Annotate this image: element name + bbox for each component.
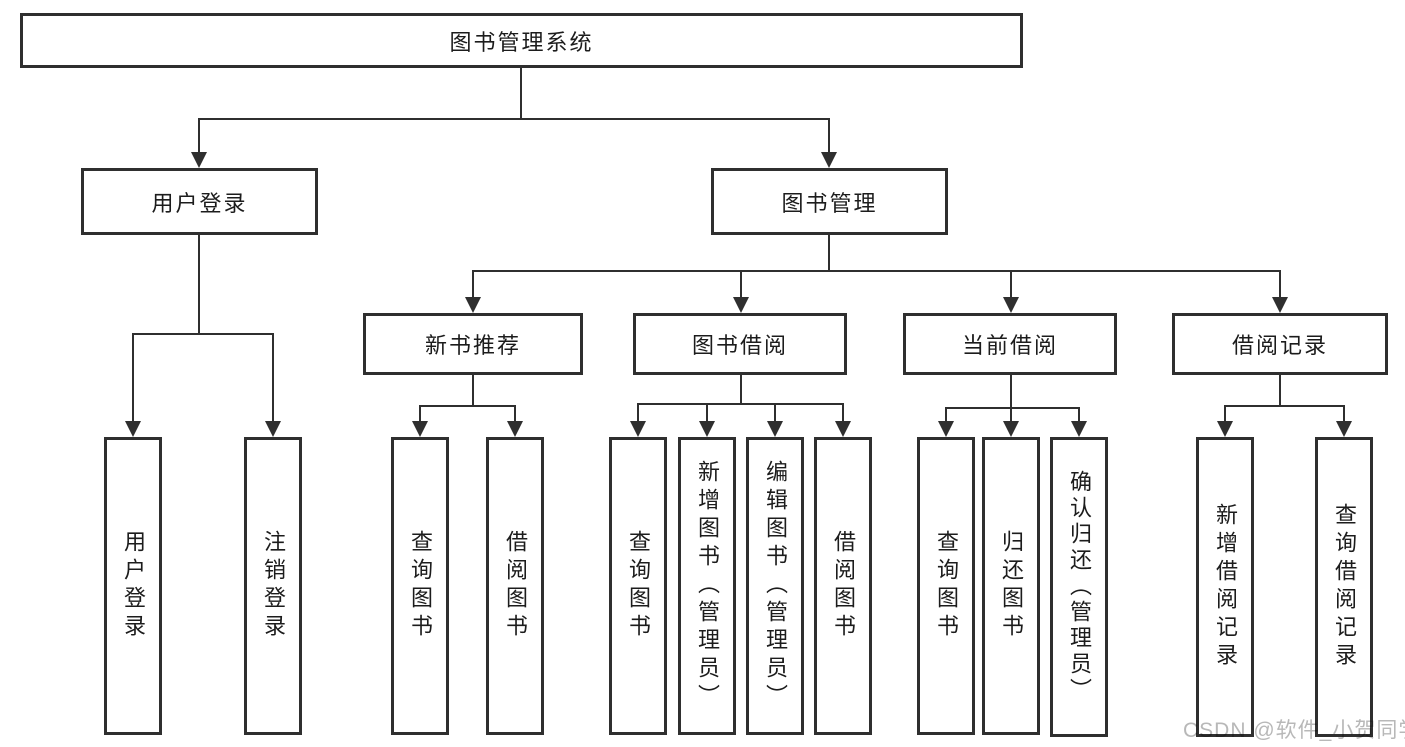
node-label: 用户登录 xyxy=(151,190,248,216)
connector-stem xyxy=(828,235,830,270)
arrowhead-down xyxy=(699,421,715,437)
connector-stem xyxy=(740,270,742,298)
node-label: 借阅图书 xyxy=(831,530,856,642)
arrowhead-down xyxy=(1003,297,1019,313)
leaf-query-books-borrowing: 查询图书 xyxy=(609,437,667,735)
node-book-management: 图书管理 xyxy=(711,168,948,235)
connector-stem xyxy=(198,235,200,333)
leaf-return-books: 归还图书 xyxy=(982,437,1040,735)
connector-elbow xyxy=(1224,405,1345,407)
connector-stem xyxy=(842,403,844,422)
arrowhead-down xyxy=(767,421,783,437)
connector-stem xyxy=(1010,270,1012,298)
node-label: 新书推荐 xyxy=(424,333,521,358)
leaf-borrow-books: 借阅图书 xyxy=(814,437,872,735)
connector-elbow xyxy=(945,407,1080,409)
arrowhead-down xyxy=(1217,421,1233,437)
arrowhead-down xyxy=(507,421,523,437)
arrowhead-down xyxy=(125,421,141,437)
node-label: 图书管理 xyxy=(781,190,878,216)
node-book-borrowing: 图书借阅 xyxy=(633,313,847,375)
leaf-logout: 注销登录 xyxy=(244,437,302,735)
connector-elbow xyxy=(132,333,274,335)
connector-stem xyxy=(945,407,947,422)
node-label: 归还图书 xyxy=(999,530,1024,642)
leaf-borrow-books-recommend: 借阅图书 xyxy=(486,437,544,735)
node-label: 查询借阅记录 xyxy=(1332,503,1357,671)
connector-stem xyxy=(472,270,474,298)
connector-stem xyxy=(1010,407,1012,422)
leaf-query-books-recommend: 查询图书 xyxy=(391,437,449,735)
leaf-query-borrow-record: 查询借阅记录 xyxy=(1315,437,1373,737)
node-label: 图书借阅 xyxy=(691,333,788,358)
connector-level3-elbow xyxy=(472,270,1281,272)
arrowhead-down xyxy=(733,297,749,313)
connector-stem xyxy=(1279,375,1281,405)
connector-stem xyxy=(774,403,776,422)
arrowhead-down xyxy=(1272,297,1288,313)
node-label: 借阅图书 xyxy=(503,530,528,642)
connector-stem xyxy=(706,403,708,422)
arrowhead-down xyxy=(821,152,837,168)
arrowhead-down xyxy=(630,421,646,437)
node-current-borrowing: 当前借阅 xyxy=(903,313,1117,375)
leaf-add-borrow-record: 新增借阅记录 xyxy=(1196,437,1254,737)
connector-stem xyxy=(419,405,421,422)
connector-stem xyxy=(272,333,274,422)
node-label: 当前借阅 xyxy=(961,333,1058,358)
connector-stem xyxy=(198,118,200,154)
leaf-user-login: 用户登录 xyxy=(104,437,162,735)
node-label: 查询图书 xyxy=(408,530,433,642)
arrowhead-down xyxy=(265,421,281,437)
arrowhead-down xyxy=(1071,421,1087,437)
leaf-query-books-current: 查询图书 xyxy=(917,437,975,735)
node-label: 注销登录 xyxy=(261,530,286,642)
connector-stem xyxy=(1343,405,1345,422)
node-label: 借阅记录 xyxy=(1231,333,1328,358)
connector-level2-elbow xyxy=(198,118,830,120)
node-label: 新增借阅记录 xyxy=(1213,503,1238,671)
node-label: 编辑图书（管理员） xyxy=(763,460,788,712)
arrowhead-down xyxy=(191,152,207,168)
arrowhead-down xyxy=(1336,421,1352,437)
connector-stem xyxy=(1078,407,1080,422)
node-label: 用户登录 xyxy=(121,530,146,642)
node-label: 新增图书（管理员） xyxy=(695,460,720,712)
arrowhead-down xyxy=(1003,421,1019,437)
node-label: 确认归还（管理员） xyxy=(1067,470,1092,704)
connector-stem xyxy=(514,405,516,422)
connector-stem xyxy=(740,375,742,403)
node-label: 查询图书 xyxy=(934,530,959,642)
node-user-login: 用户登录 xyxy=(81,168,318,235)
leaf-add-books-admin: 新增图书（管理员） xyxy=(678,437,736,735)
connector-elbow xyxy=(637,403,844,405)
node-library-management-system: 图书管理系统 xyxy=(20,13,1023,68)
arrowhead-down xyxy=(938,421,954,437)
connector-stem xyxy=(1279,270,1281,298)
leaf-edit-books-admin: 编辑图书（管理员） xyxy=(746,437,804,735)
node-new-book-recommendation: 新书推荐 xyxy=(363,313,583,375)
connector-stem xyxy=(637,403,639,422)
arrowhead-down xyxy=(412,421,428,437)
leaf-confirm-return-admin: 确认归还（管理员） xyxy=(1050,437,1108,737)
connector-stem xyxy=(828,118,830,154)
connector-stem xyxy=(472,375,474,405)
node-label: 查询图书 xyxy=(626,530,651,642)
node-label: 图书管理系统 xyxy=(449,29,594,55)
csdn-watermark: CSDN @软件_小贺同学 xyxy=(1183,719,1405,742)
connector-stem xyxy=(1010,375,1012,407)
node-borrowing-records: 借阅记录 xyxy=(1172,313,1388,375)
connector-elbow xyxy=(419,405,516,407)
arrowhead-down xyxy=(465,297,481,313)
arrowhead-down xyxy=(835,421,851,437)
connector-stem xyxy=(1224,405,1226,422)
connector-root-stem xyxy=(520,68,522,118)
connector-stem xyxy=(132,333,134,422)
